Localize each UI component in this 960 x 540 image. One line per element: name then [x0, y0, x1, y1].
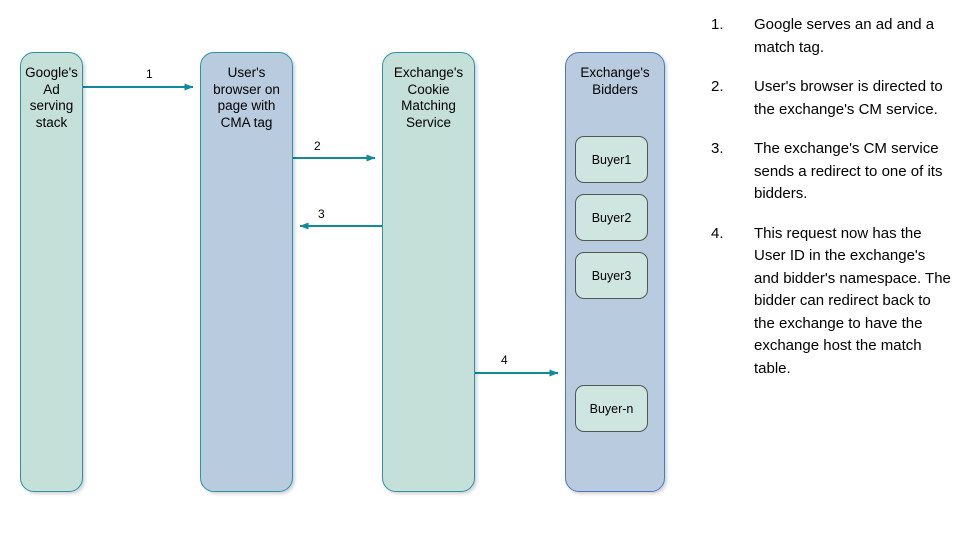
- step-item-3: 3. The exchange's CM service sends a red…: [706, 138, 951, 206]
- node-user-browser[interactable]: User's browser on page with CMA tag: [200, 52, 293, 492]
- node-user-browser-label: User's browser on page with CMA tag: [213, 65, 280, 130]
- arrow-1-number: 1: [146, 67, 153, 81]
- node-exchange-bidders-label: Exchange's Bidders: [580, 65, 650, 97]
- arrow-2-number: 2: [314, 139, 321, 153]
- node-google-ad-serving-stack-label: Google's Ad serving stack: [25, 65, 78, 130]
- buyer-box-buyer2[interactable]: Buyer2: [575, 194, 648, 241]
- step-3-text: The exchange's CM service sends a redire…: [754, 140, 943, 202]
- step-item-4: 4. This request now has the User ID in t…: [706, 223, 951, 381]
- step-1-number: 1.: [711, 16, 724, 33]
- step-item-2: 2. User's browser is directed to the exc…: [706, 76, 951, 121]
- buyer-box-buyer3[interactable]: Buyer3: [575, 252, 648, 299]
- arrow-4-number: 4: [501, 353, 508, 367]
- step-3-number: 3.: [711, 140, 724, 157]
- step-item-1: 1. Google serves an ad and a match tag.: [706, 14, 951, 59]
- step-2-text: User's browser is directed to the exchan…: [754, 78, 943, 118]
- step-4-number: 4.: [711, 224, 724, 242]
- step-4-text: This request now has the User ID in the …: [754, 224, 951, 377]
- node-exchange-cookie-matching-service[interactable]: Exchange's Cookie Matching Service: [382, 52, 475, 492]
- buyer-box-buyer1[interactable]: Buyer1: [575, 136, 648, 183]
- steps-list: 1. Google serves an ad and a match tag. …: [706, 14, 951, 397]
- step-2-number: 2.: [711, 78, 724, 95]
- node-exchange-cookie-matching-service-label: Exchange's Cookie Matching Service: [393, 65, 464, 130]
- step-1-text: Google serves an ad and a match tag.: [754, 16, 935, 56]
- buyer-box-buyer-n[interactable]: Buyer-n: [575, 385, 648, 432]
- node-google-ad-serving-stack[interactable]: Google's Ad serving stack: [20, 52, 83, 492]
- arrow-3-number: 3: [318, 207, 325, 221]
